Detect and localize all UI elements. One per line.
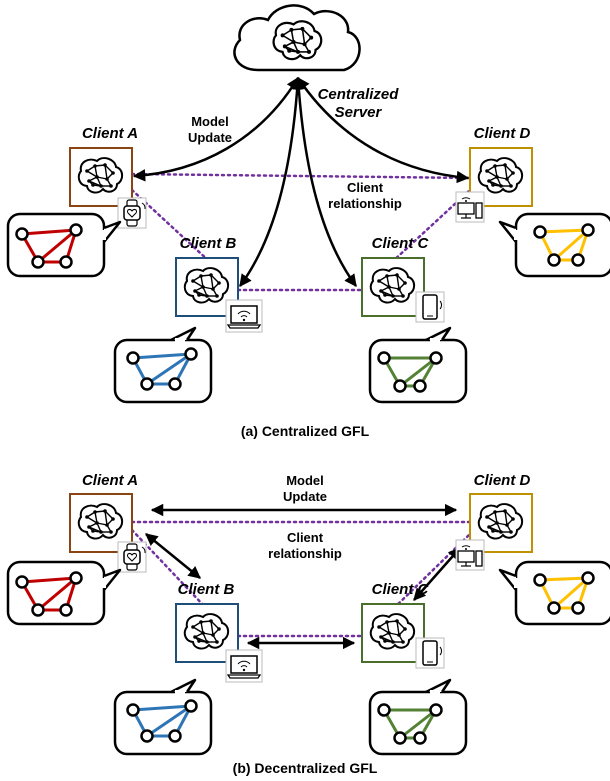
client-c-box-top: [361, 257, 425, 317]
graph-bubble-c-top: [368, 326, 468, 404]
client-b-label-bottom: Client B: [177, 581, 235, 598]
neural-network-icon: [183, 267, 230, 304]
caption-decentralized: (b) Decentralized GFL: [232, 760, 378, 776]
client-d-box-bottom: [469, 493, 533, 553]
model-update-arrow-c-d: [413, 547, 461, 601]
neural-network-icon: [77, 157, 124, 194]
neural-network-icon: [369, 613, 416, 650]
graph-bubble-a-top: [6, 212, 122, 278]
client-c-box-bottom: [361, 603, 425, 663]
client-a-label-top: Client A: [81, 125, 139, 142]
client-c-label-bottom: Client C: [371, 581, 429, 598]
smartwatch-icon: [117, 541, 147, 573]
smartwatch-icon: [117, 197, 147, 229]
client-c-label-top: Client C: [371, 235, 429, 252]
model-update-arrow-b: [238, 76, 304, 288]
graph-bubble-a-bottom: [6, 560, 122, 626]
desktop-computer-icon: [455, 539, 485, 571]
client-a-label-bottom: Client A: [81, 472, 139, 489]
graph-bubble-b-top: [113, 326, 213, 404]
server-label: Centralized Server: [317, 86, 399, 121]
smartphone-icon: [415, 637, 445, 669]
relationship-line-a-d: [130, 172, 472, 180]
neural-network-icon: [272, 20, 323, 61]
model-update-arrow-a-b: [145, 533, 201, 579]
graph-bubble-b-bottom: [113, 678, 213, 756]
client-relationship-label-bottom: Client relationship: [268, 530, 342, 561]
client-a-box-top: [69, 147, 133, 207]
relationship-line-c-d: [390, 188, 472, 264]
graph-bubble-d-top: [498, 212, 610, 278]
caption-centralized: (a) Centralized GFL: [240, 423, 370, 439]
smartphone-icon: [415, 291, 445, 323]
model-update-label-top: Model Update: [187, 114, 233, 145]
neural-network-icon: [77, 503, 124, 540]
laptop-icon: [225, 299, 263, 333]
neural-network-icon: [477, 157, 524, 194]
cloud-icon: [233, 4, 361, 72]
client-d-label-top: Client D: [473, 125, 531, 142]
graph-bubble-d-bottom: [498, 560, 610, 626]
desktop-computer-icon: [455, 191, 485, 223]
client-a-box-bottom: [69, 493, 133, 553]
graph-bubble-c-bottom: [368, 678, 468, 756]
neural-network-icon: [477, 503, 524, 540]
neural-network-icon: [183, 613, 230, 650]
client-b-label-top: Client B: [179, 235, 237, 252]
client-d-label-bottom: Client D: [473, 472, 531, 489]
model-update-label-bottom: Model Update: [282, 473, 328, 504]
client-relationship-label-top: Client relationship: [328, 180, 402, 211]
neural-network-icon: [369, 267, 416, 304]
model-update-arrow-d: [296, 76, 470, 184]
laptop-icon: [225, 649, 263, 683]
